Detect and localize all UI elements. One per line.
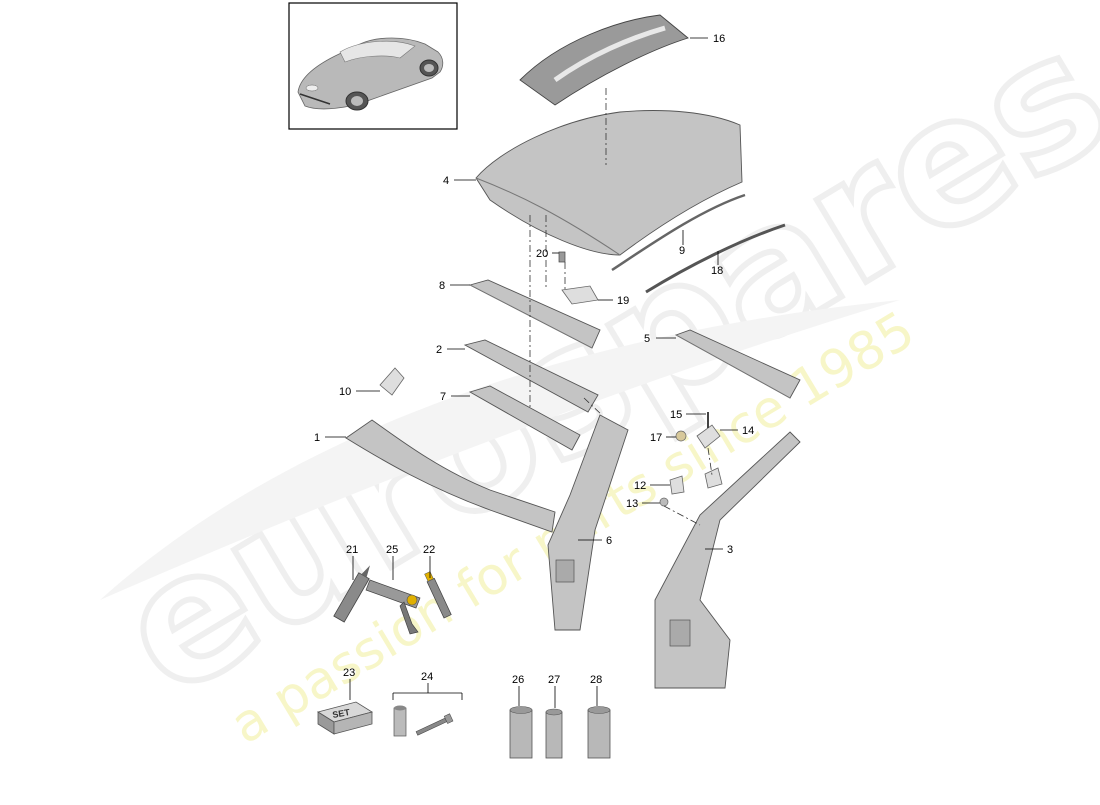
part-24-kit[interactable] [392,692,463,737]
part-27-can[interactable] [545,708,563,759]
part-7-reinforcement[interactable] [468,385,581,451]
callout-28[interactable]: 28 [590,674,602,686]
callout-21[interactable]: 21 [346,544,358,556]
part-17-clip[interactable] [675,430,687,442]
part-28-can[interactable] [587,706,611,759]
part-20-screw[interactable] [558,251,566,263]
part-22-cartridge[interactable] [424,571,452,619]
set-box-label: SET [332,707,351,720]
callout-6[interactable]: 6 [606,535,612,547]
callout-9[interactable]: 9 [679,245,685,257]
part-16-roof-film[interactable] [519,14,689,106]
watermark: eurospares a passion for parts since 198… [84,0,1100,756]
leader-lines [325,37,738,708]
part-26-can[interactable] [509,706,533,759]
callout-16[interactable]: 16 [713,33,725,45]
part-6-a-pillar-inner[interactable] [547,414,629,631]
callout-26[interactable]: 26 [512,674,524,686]
callout-24[interactable]: 24 [421,671,433,683]
callout-12[interactable]: 12 [634,480,646,492]
part-1-windscreen-frame[interactable] [345,419,556,533]
callout-20[interactable]: 20 [536,248,548,260]
callout-3[interactable]: 3 [727,544,733,556]
part-21-sealant-tube[interactable] [333,562,375,623]
part-14-bracket[interactable] [696,424,721,449]
callout-15[interactable]: 15 [670,409,682,421]
part-4-roof-panel[interactable] [475,110,743,256]
callout-18[interactable]: 18 [711,265,723,277]
car-image [297,37,444,111]
callout-4[interactable]: 4 [443,175,449,187]
callout-10[interactable]: 10 [339,386,351,398]
part-3-a-pillar-outer[interactable] [654,431,801,689]
callout-numbers: 16 4 9 18 20 19 8 5 2 10 7 15 14 17 1 12… [314,33,754,686]
part-8-cross-rail[interactable] [468,279,601,349]
part-14-lower-bracket[interactable] [704,467,723,489]
callout-8[interactable]: 8 [439,280,445,292]
callout-2[interactable]: 2 [436,344,442,356]
callout-25[interactable]: 25 [386,544,398,556]
part-10-bracket[interactable] [379,367,405,396]
part-23-set-box[interactable]: SET [317,701,373,735]
part-5-rear-member[interactable] [674,329,801,399]
callout-1[interactable]: 1 [314,432,320,444]
part-25-application-gun[interactable] [365,579,421,635]
callout-19[interactable]: 19 [617,295,629,307]
callout-13[interactable]: 13 [626,498,638,510]
part-2-inner-rail[interactable] [463,339,599,413]
part-13-nut[interactable] [659,497,669,507]
callout-17[interactable]: 17 [650,432,662,444]
callout-27[interactable]: 27 [548,674,560,686]
callout-23[interactable]: 23 [343,667,355,679]
callout-14[interactable]: 14 [742,425,754,437]
callout-7[interactable]: 7 [440,391,446,403]
car-thumbnail [288,2,458,130]
part-12-plate[interactable] [669,475,685,495]
callout-22[interactable]: 22 [423,544,435,556]
part-18-seal-strip[interactable] [645,223,786,294]
part-9-roof-strip[interactable] [611,193,746,272]
assembly-guides [529,88,713,526]
callout-5[interactable]: 5 [644,333,650,345]
